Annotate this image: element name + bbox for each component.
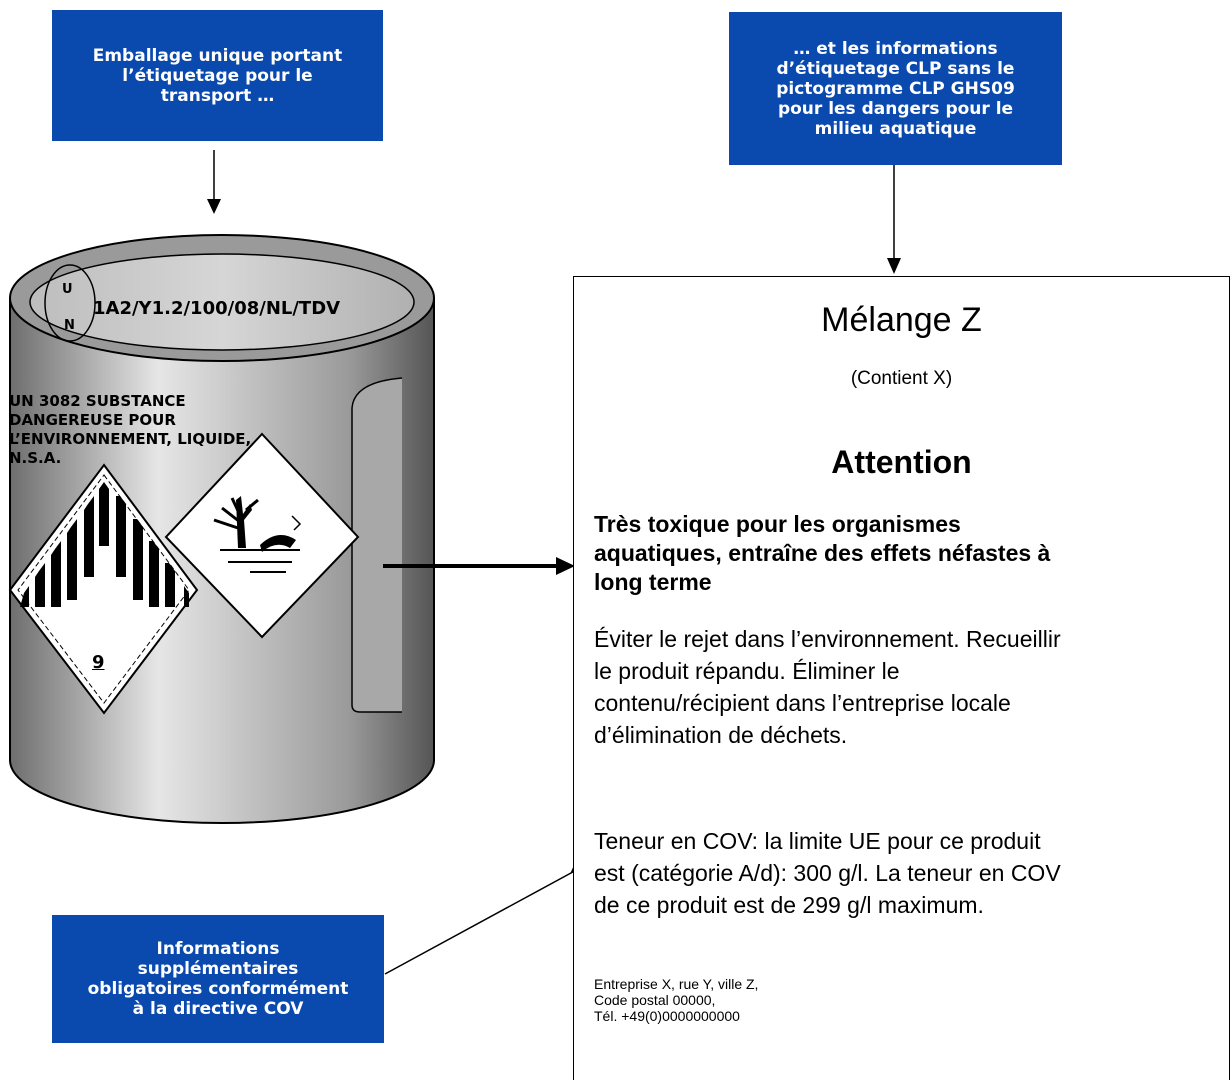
callout-line: obligatoires conformément [87,979,349,999]
callout-line: transport … [160,85,275,106]
supplier-line: Code postal 00000, [594,992,716,1008]
proper-shipping-name: UN 3082 SUBSTANCE DANGEREUSE POUR L’ENVI… [9,392,354,468]
shipping-name-line: L’ENVIRONNEMENT, LIQUIDE, [9,430,252,448]
callout-line: Informations [156,939,280,959]
supplier-line: Entreprise X, rue Y, ville Z, [594,976,759,992]
un-letter-u: U [62,282,73,297]
callout-cov-info: Informations supplémentaires obligatoire… [52,915,384,1043]
supplier-line: Tél. +49(0)0000000000 [594,1008,740,1024]
hazard-line: long terme [594,569,712,595]
callout-line: milieu aquatique [814,118,977,139]
arrow-clp-to-label [887,155,901,274]
un-packaging-code: 1A2/Y1.2/100/08/NL/TDV [93,298,341,319]
product-contains: (Contient X) [850,368,953,389]
callout-line: supplémentaires [137,959,299,979]
class-9-hazard-diamond-icon [8,463,199,715]
precautionary-statements: Éviter le rejet dans l’environnement. Re… [594,623,1219,751]
hazard-line: Très toxique pour les organismes [594,511,961,537]
product-name: Mélange Z [821,301,982,339]
arrow-transport-to-drum [207,150,221,214]
hazard-statement: Très toxique pour les organismes aquatiq… [594,510,1214,597]
un-mark-circle [44,264,96,342]
callout-line: Emballage unique portant [92,45,343,66]
signal-word: Attention [831,444,972,480]
callout-line: l’étiquetage pour le [122,65,313,86]
un-letter-n: N [64,318,75,333]
precaution-line: d’élimination de déchets. [594,722,848,748]
callout-line: pictogramme CLP GHS09 [776,78,1015,99]
shipping-name-line: UN 3082 SUBSTANCE [9,392,186,410]
environment-hazard-diamond-icon [164,432,360,639]
supplier-details: Entreprise X, rue Y, ville Z, Code posta… [594,976,994,1024]
hazard-class-number: 9 [92,652,105,673]
hazard-line: aquatiques, entraîne des effets néfastes… [594,540,1051,566]
callout-clp-info: … et les informations d’étiquetage CLP s… [729,12,1062,165]
arrow-drum-to-label [383,557,575,575]
arrow-cov-to-label [384,861,583,975]
precaution-line: contenu/récipient dans l’entreprise loca… [594,690,1011,716]
shipping-name-line: DANGEREUSE POUR [9,411,176,429]
drum-lid [29,253,415,351]
clp-label-panel: Mélange Z (Contient X) Attention Très to… [573,276,1230,1080]
callout-line: à la directive COV [132,999,304,1019]
voc-line: est (catégorie A/d): 300 g/l. La teneur … [594,860,1061,886]
callout-transport-label: Emballage unique portant l’étiquetage po… [52,10,383,141]
precaution-line: Éviter le rejet dans l’environnement. Re… [594,626,1061,652]
callout-line: pour les dangers pour le [777,98,1014,119]
shipping-name-line: N.S.A. [9,449,62,467]
drum-handle [351,377,403,713]
voc-line: de ce produit est de 299 g/l maximum. [594,892,984,918]
callout-line: d’étiquetage CLP sans le [776,58,1015,79]
precaution-line: le produit répandu. Éliminer le [594,658,900,684]
callout-line: … et les informations [793,38,998,59]
voc-information: Teneur en COV: la limite UE pour ce prod… [594,825,1219,921]
voc-line: Teneur en COV: la limite UE pour ce prod… [594,828,1041,854]
